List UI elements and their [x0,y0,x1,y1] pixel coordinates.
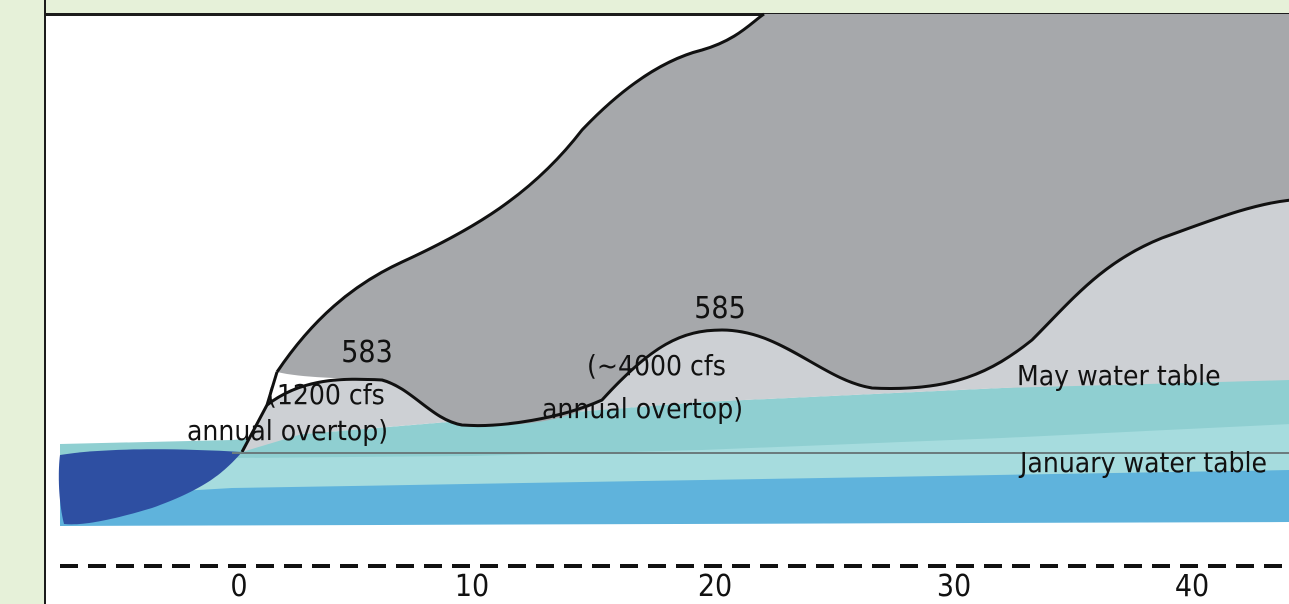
axis-tick-label: 20 [698,569,732,604]
river-channel [58,449,242,525]
axis-tick-label: 40 [1175,569,1209,604]
deep-groundwater-band [60,462,1289,526]
peak-583-flow: (1200 cfs [267,378,385,411]
peak-583-note: annual overtop) [187,414,388,447]
hillside-terrain [277,14,1289,426]
peak-583-elevation: 583 [341,335,393,370]
peak-585-flow: (~4000 cfs [587,349,726,382]
riverbank-outline [240,371,279,453]
january-water-table-band [60,422,1289,498]
floodplain-surface [242,200,1289,452]
may-water-table-label: May water table [1017,359,1221,392]
peak-585-elevation: 585 [694,291,746,326]
cross-section-diagram: 583 (1200 cfs annual overtop) 585 (~4000… [58,12,1289,604]
january-water-table-label: January water table [1018,446,1267,479]
peak-585-note: annual overtop) [542,392,743,425]
axis-tick-label: 0 [230,569,247,604]
axis-tick-label: 30 [937,569,971,604]
may-water-table-band [60,376,1289,458]
diagram-frame: 583 (1200 cfs annual overtop) 585 (~4000… [44,0,1289,604]
hillside-outline [275,12,765,373]
axis-tick-label: 10 [455,569,489,604]
floodplain-outline [266,198,1289,427]
top-border-bar [46,0,1289,16]
